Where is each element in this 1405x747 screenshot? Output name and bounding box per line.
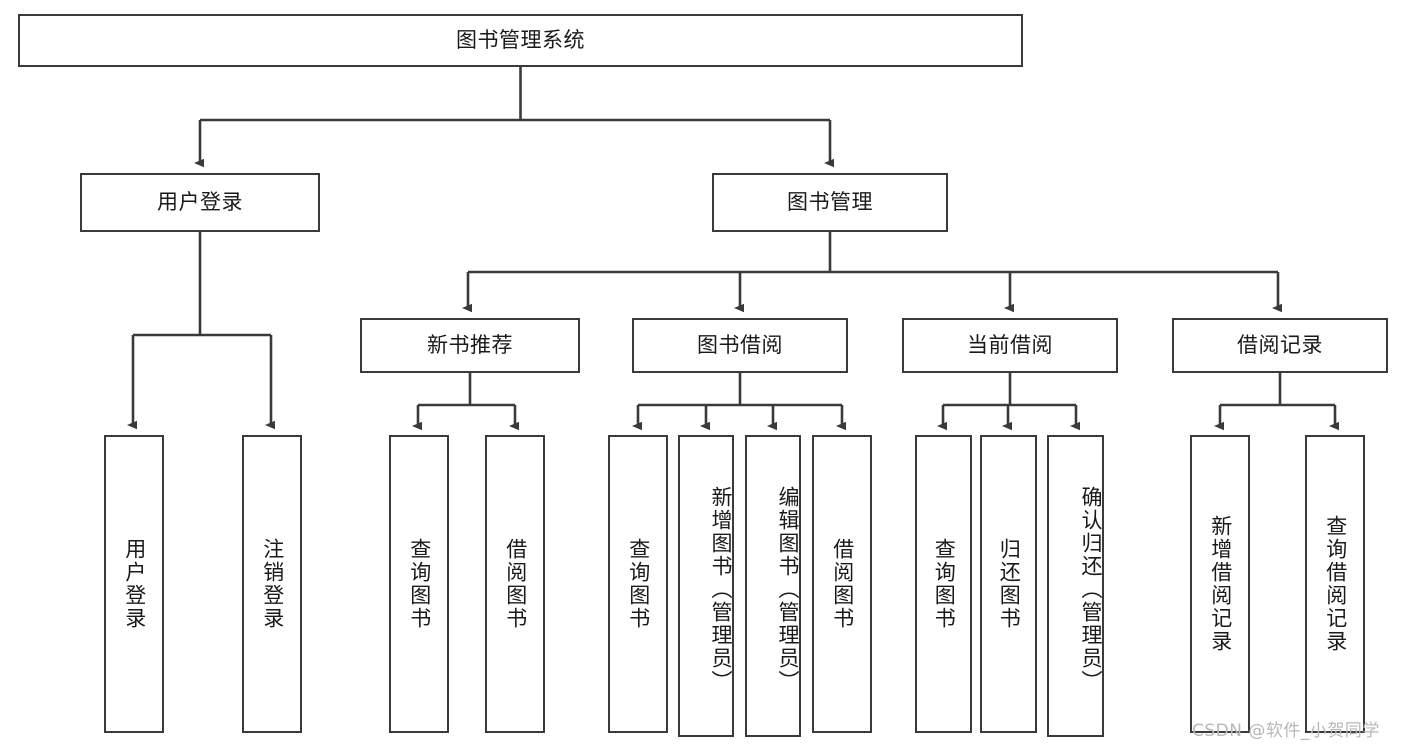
node-leaf-6[interactable]: 编辑图书（管理员） (745, 435, 801, 737)
node-leaf-4[interactable]: 查询图书 (608, 435, 668, 733)
node-leaf-5[interactable]: 新增图书（管理员） (678, 435, 734, 737)
node-leaf-11[interactable]: 新增借阅记录 (1190, 435, 1250, 733)
node-level3-1[interactable]: 图书借阅 (632, 318, 848, 373)
node-leaf-10[interactable]: 确认归还（管理员） (1047, 435, 1104, 737)
node-leaf-7[interactable]: 借阅图书 (812, 435, 872, 733)
node-leaf-12[interactable]: 查询借阅记录 (1305, 435, 1365, 733)
node-leaf-1[interactable]: 注销登录 (242, 435, 302, 733)
node-leaf-8[interactable]: 查询图书 (915, 435, 972, 733)
node-level3-0[interactable]: 新书推荐 (360, 318, 580, 373)
csdn-watermark: CSDN @软件_小贺同学 (1192, 721, 1380, 741)
node-level3-2[interactable]: 当前借阅 (902, 318, 1118, 373)
node-level2-0[interactable]: 用户登录 (80, 173, 320, 232)
node-leaf-9[interactable]: 归还图书 (980, 435, 1037, 733)
node-root-system[interactable]: 图书管理系统 (18, 14, 1023, 67)
node-leaf-2[interactable]: 查询图书 (389, 435, 449, 733)
node-leaf-3[interactable]: 借阅图书 (485, 435, 545, 733)
node-leaf-0[interactable]: 用户登录 (104, 435, 164, 733)
node-level3-3[interactable]: 借阅记录 (1172, 318, 1388, 373)
node-level2-1[interactable]: 图书管理 (712, 173, 948, 232)
